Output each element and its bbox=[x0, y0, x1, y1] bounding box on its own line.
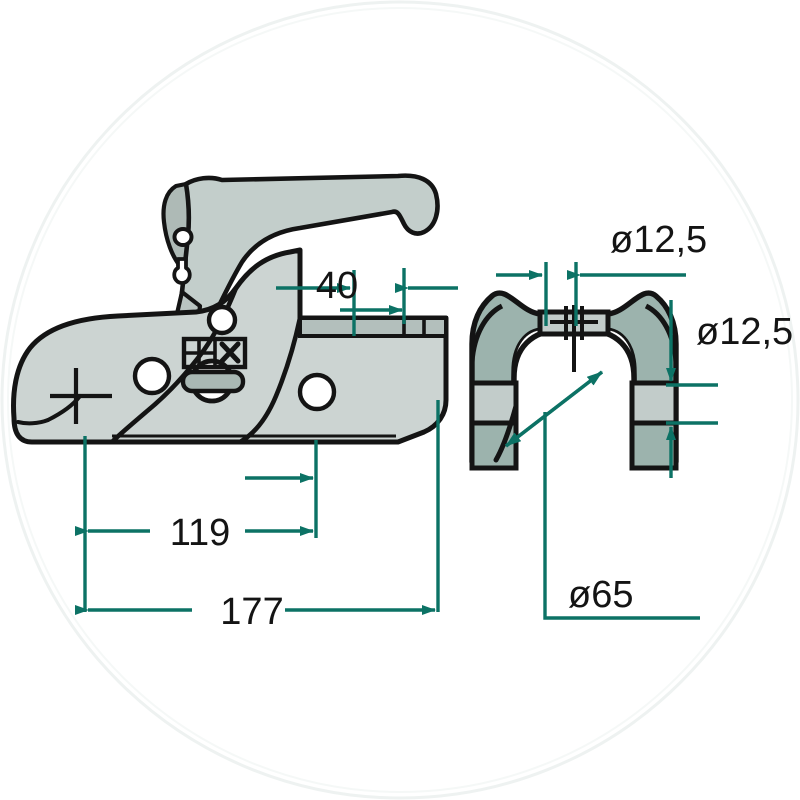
bracket-view-group: ø12,5 ø12,5 ø65 bbox=[469, 219, 793, 620]
dimension-d125-horizontal: ø12,5 bbox=[496, 219, 707, 326]
body-nose-lip bbox=[16, 418, 50, 426]
left-leg-upper-block bbox=[469, 380, 519, 426]
side-view-group: 40 119 177 bbox=[11, 173, 458, 633]
centerline-cross bbox=[50, 368, 112, 424]
dim-label-d125-top: ø12,5 bbox=[610, 219, 707, 261]
mounting-hole-upper bbox=[206, 304, 238, 336]
approval-stamp-plate bbox=[181, 336, 248, 370]
locking-pin-hole bbox=[172, 227, 194, 247]
dim-label-d65: ø65 bbox=[568, 574, 633, 616]
dimension-40: 40 bbox=[276, 265, 458, 336]
stamp-bar bbox=[180, 369, 246, 394]
dim-label-d125-right: ø12,5 bbox=[696, 311, 793, 353]
dim-label-119: 119 bbox=[170, 512, 231, 554]
dimension-119: 119 bbox=[75, 436, 318, 612]
bracket-right-leg bbox=[629, 380, 679, 471]
coupling-body bbox=[11, 247, 449, 445]
stamp-x-mark bbox=[219, 341, 241, 364]
right-leg-upper-block bbox=[629, 380, 679, 426]
dim-arrow-d65-upper bbox=[504, 370, 604, 448]
bracket-crown-left bbox=[469, 303, 504, 363]
body-outline bbox=[11, 247, 449, 445]
dimension-177: 177 bbox=[75, 400, 440, 633]
dim-label-40: 40 bbox=[316, 265, 358, 307]
dim-label-177: 177 bbox=[220, 591, 283, 633]
dim-leader-d65 bbox=[543, 412, 700, 620]
dimension-d125-vertical: ø12,5 bbox=[666, 300, 793, 478]
rear-flange-band bbox=[298, 316, 448, 338]
stamp-bar-shape bbox=[180, 369, 246, 394]
lever-hook-notch bbox=[401, 221, 427, 236]
bracket-crown-right bbox=[644, 303, 679, 363]
bracket-left-leg bbox=[469, 380, 519, 471]
mounting-hole-right bbox=[297, 372, 337, 412]
body-inner-contour bbox=[238, 317, 303, 444]
keyhole-slot bbox=[172, 257, 192, 285]
dimension-d65: ø65 bbox=[504, 370, 700, 620]
mounting-hole-left bbox=[132, 356, 172, 396]
